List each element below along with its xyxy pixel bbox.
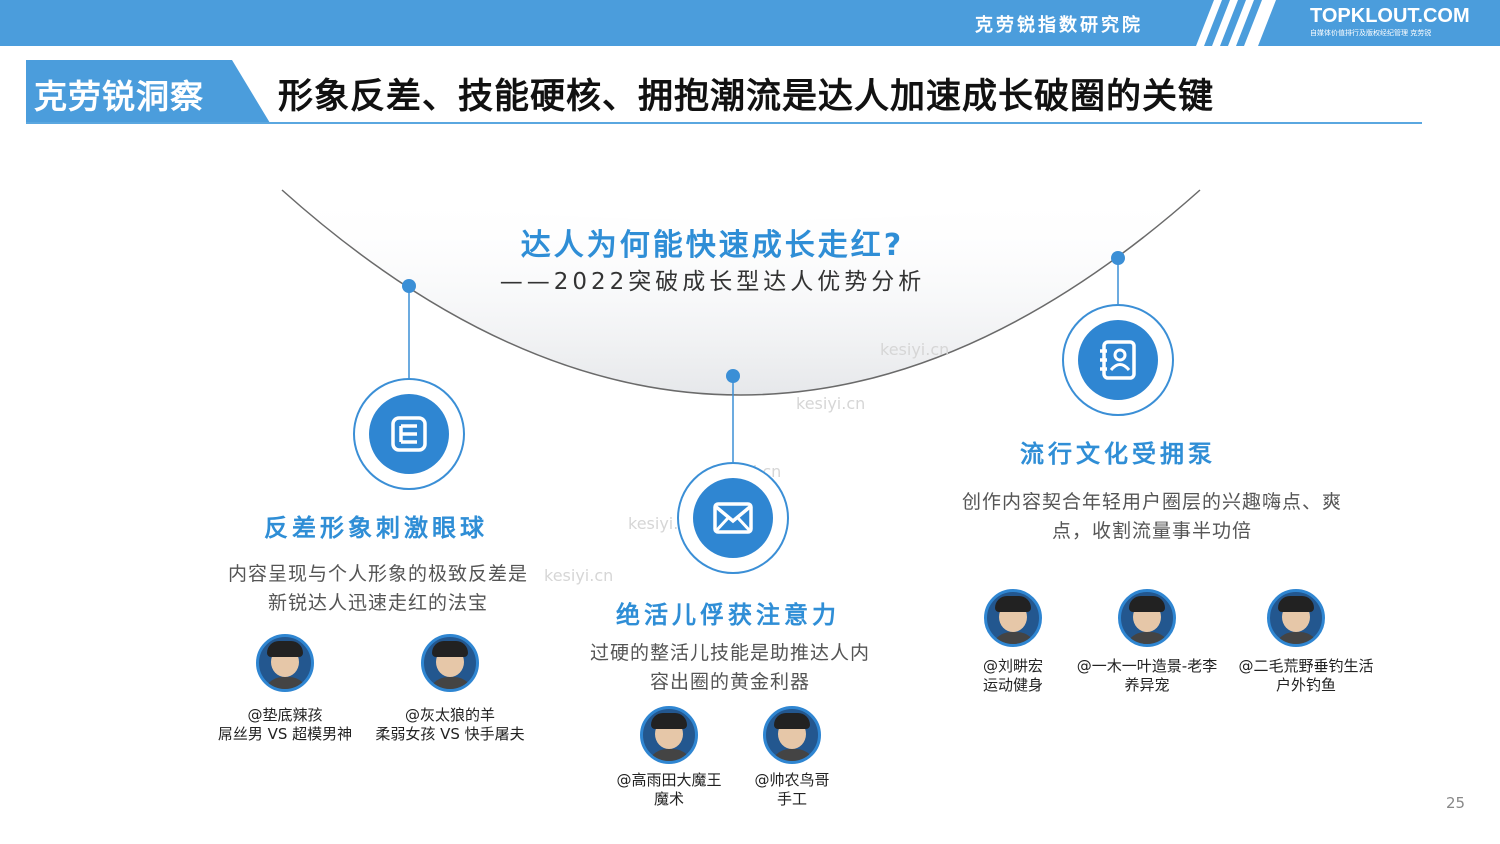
avatar (984, 589, 1042, 647)
avatar (640, 706, 698, 764)
section-2-icon-badge (693, 478, 773, 558)
desc-line: 容出圈的黄金利器 (649, 671, 810, 693)
avatar (421, 634, 479, 692)
institute-name: 克劳锐指数研究院 (975, 15, 1143, 36)
title-underline (26, 122, 1422, 124)
creator-note: 户外钓鱼 (1275, 676, 1336, 694)
section-1-title: 反差形象刺激眼球 (264, 514, 488, 542)
section-2-description: 过硬的整活儿技能是助推达人内 容出圈的黄金利器 (560, 639, 900, 697)
book-icon (391, 416, 427, 452)
page-title: 形象反差、技能硬核、拥抱潮流是达人加速成长破圈的关键 (278, 77, 1215, 117)
creator-note: 手工 (776, 790, 807, 808)
avatar (1267, 589, 1325, 647)
center-question: 达人为何能快速成长走红? (520, 228, 905, 263)
creator-handle: @高雨田大魔王 魔术 (589, 771, 749, 809)
creator-handle: @灰太狼的羊 柔弱女孩 VS 快手屠夫 (370, 706, 530, 744)
desc-line: 新锐达人迅速走红的法宝 (267, 592, 488, 614)
avatar (763, 706, 821, 764)
creator-note: 养异宠 (1124, 676, 1170, 694)
creator-name: @一木一叶造景-老李 (1076, 657, 1218, 675)
node-center (726, 369, 740, 383)
creator-note: 柔弱女孩 VS 快手屠夫 (375, 725, 525, 743)
watermark: kesiyi.cn (544, 566, 614, 585)
creator-name: @高雨田大魔王 (616, 771, 722, 789)
creator-name: @垫底辣孩 (247, 706, 323, 724)
creator-name: @灰太狼的羊 (404, 706, 495, 724)
desc-line: 过硬的整活儿技能是助推达人内 (589, 642, 870, 664)
header-stripes (1196, 0, 1276, 46)
section-1-icon-badge (369, 394, 449, 474)
section-3-title: 流行文化受拥泵 (1020, 440, 1216, 468)
top-bar: 克劳锐指数研究院 TOPKLOUT.COM 自媒体价值排行及版权经纪管理 克劳锐 (0, 0, 1500, 46)
topklout-logo: TOPKLOUT.COM (1310, 5, 1470, 27)
watermark: kesiyi.cn (796, 394, 866, 413)
section-1-description: 内容呈现与个人形象的极致反差是 新锐达人迅速走红的法宝 (200, 560, 556, 618)
desc-line: 内容呈现与个人形象的极致反差是 (227, 563, 528, 585)
center-subtitle: ——2022突破成长型达人优势分析 (499, 269, 926, 295)
creator-handle: @垫底辣孩 屌丝男 VS 超模男神 (205, 706, 365, 744)
page-number: 25 (1446, 794, 1466, 812)
logo-subtitle: 自媒体价值排行及版权经纪管理 克劳锐 (1310, 29, 1432, 37)
creator-note: 屌丝男 VS 超模男神 (217, 725, 353, 743)
section-3-icon-ring (1062, 304, 1174, 416)
title-tag: 克劳锐洞察 (34, 77, 204, 116)
creator-handle: @一木一叶造景-老李 养异宠 (1067, 657, 1227, 695)
creator-handle: @帅农鸟哥 手工 (712, 771, 872, 809)
creator-handle: @刘畊宏 运动健身 (943, 657, 1083, 695)
section-2-title: 绝活儿俘获注意力 (616, 601, 840, 629)
creator-note: 魔术 (653, 790, 684, 808)
node-right (1111, 251, 1125, 265)
arc-line (281, 189, 1201, 396)
avatar (1118, 589, 1176, 647)
section-1-icon-ring (353, 378, 465, 490)
contact-book-icon (1100, 340, 1136, 380)
section-3-description: 创作内容契合年轻用户圈层的兴趣嗨点、爽 点，收割流量事半功倍 (920, 488, 1384, 546)
title-tag-background (26, 60, 270, 123)
desc-line: 点，收割流量事半功倍 (1051, 520, 1252, 542)
creator-name: @二毛荒野垂钓生活 (1238, 657, 1374, 675)
section-3-icon-badge (1078, 320, 1158, 400)
mail-icon (713, 502, 753, 534)
watermark: kesiyi.cn (880, 340, 950, 359)
node-left (402, 279, 416, 293)
creator-handle: @二毛荒野垂钓生活 户外钓鱼 (1226, 657, 1386, 695)
avatar (256, 634, 314, 692)
section-2-icon-ring (677, 462, 789, 574)
creator-name: @刘畊宏 (982, 657, 1043, 675)
desc-line: 创作内容契合年轻用户圈层的兴趣嗨点、爽 (961, 491, 1342, 513)
creator-note: 运动健身 (982, 676, 1043, 694)
creator-name: @帅农鸟哥 (754, 771, 830, 789)
